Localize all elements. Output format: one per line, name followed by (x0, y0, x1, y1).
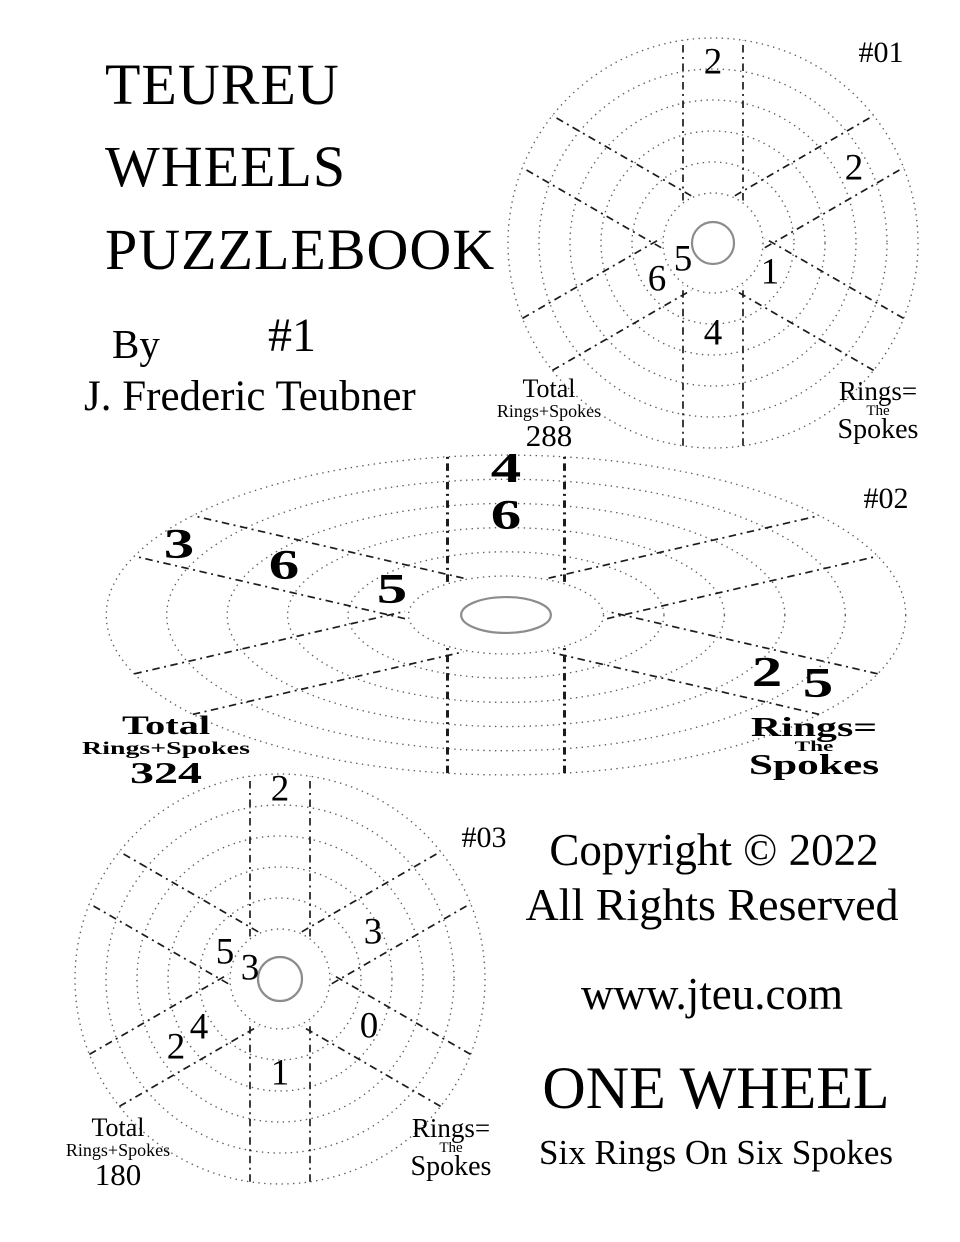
wheel-01-total-block: Total Rings+Spokes 288 (496, 374, 602, 454)
wheel-hub (258, 957, 302, 1001)
rings-spokes-label: Spokes (410, 1151, 492, 1183)
wheel-spoke (119, 852, 258, 932)
rings-the-label: The (439, 1140, 463, 1157)
wheel-ring (167, 479, 846, 750)
rights-reserved-line: All Rights Reserved (525, 879, 899, 930)
wheel-ring (199, 898, 361, 1060)
wheel-ring (230, 929, 330, 1029)
wheel-spoke (89, 904, 228, 984)
total-value: 180 (94, 1157, 142, 1193)
wheel-spoke (134, 611, 405, 673)
wheel-spoke (193, 516, 464, 579)
total-value: 288 (525, 418, 573, 454)
total-sublabel: Rings+Spokes (65, 1140, 171, 1161)
wheel-01-tag: #01 (858, 36, 904, 69)
total-label: Total (91, 1113, 145, 1142)
wheel-03-graphic (75, 774, 485, 1184)
by-label: By (112, 321, 160, 367)
wheel-ring (137, 836, 423, 1122)
wheel-ring (601, 131, 825, 355)
wheel-02-tag: #02 (863, 482, 909, 515)
page-title: TEUREU WHEELS PUZZLEBOOK (105, 44, 495, 291)
total-sublabel: Rings+Spokes (496, 401, 602, 422)
wheel-spoke (332, 904, 471, 984)
rings-equals-label: Rings= (411, 1113, 491, 1143)
wheel-ring (168, 867, 392, 1091)
wheel-spoke (302, 852, 441, 932)
page-title-line-1: TEUREU (105, 52, 340, 117)
rings-equals-label: Rings= (838, 376, 918, 406)
wheel-03-tag: #03 (461, 821, 507, 854)
wheel-spoke (522, 168, 661, 248)
product-subtitle: Six Rings On Six Spokes (539, 1133, 893, 1172)
wheel-spoke (549, 652, 820, 715)
website-url: www.jteu.com (580, 969, 844, 1019)
total-label: Total (522, 374, 576, 403)
wheel-spoke (552, 290, 691, 370)
wheel-spoke (89, 974, 228, 1054)
wheel-ring (632, 162, 794, 324)
author-name: J. Frederic Teubner (84, 373, 416, 420)
wheel-02-rings-block: Rings= The Spokes (749, 713, 879, 780)
wheel-hub (461, 597, 551, 633)
wheel-spoke (607, 611, 878, 673)
total-label: Total (121, 711, 211, 740)
total-sublabel: Rings+Spokes (82, 738, 250, 759)
wheel-ring (539, 69, 887, 417)
wheel-spoke (134, 556, 405, 618)
wheel-ring (570, 100, 856, 386)
wheel-spoke (552, 116, 691, 196)
wheel-ring (348, 552, 664, 678)
rings-the-label: The (866, 403, 890, 420)
wheel-spoke (765, 238, 904, 318)
book-number: #1 (268, 309, 316, 362)
wheel-ring (409, 576, 604, 654)
rings-the-label: The (794, 739, 834, 756)
wheel-ring (227, 503, 785, 726)
wheel-spoke (522, 238, 661, 318)
wheel-01-graphic (508, 38, 918, 448)
wheel-ring (106, 805, 454, 1153)
page-title-line-3: PUZZLEBOOK (105, 216, 496, 282)
rings-spokes-label: Spokes (837, 414, 919, 446)
page-title-line-2: WHEELS (105, 134, 347, 200)
wheel-spoke (193, 652, 464, 715)
wheel-ring (508, 38, 918, 448)
wheel-spoke (735, 116, 874, 196)
wheel-spoke (302, 1026, 441, 1106)
total-value: 324 (129, 755, 203, 791)
wheel-01-rings-block: Rings= The Spokes (838, 377, 919, 444)
rings-equals-label: Rings= (750, 712, 878, 742)
wheel-ring (106, 455, 906, 775)
wheel-hub (692, 222, 734, 264)
wheel-spoke (607, 556, 878, 618)
wheel-ring (663, 193, 763, 293)
wheel-spoke (332, 974, 471, 1054)
wheel-spoke (735, 290, 874, 370)
product-title: ONE WHEEL (542, 1055, 890, 1121)
copyright-line: Copyright © 2022 (549, 825, 879, 875)
wheel-spoke (765, 168, 904, 248)
wheel-ring (288, 528, 725, 703)
wheel-02-graphic (106, 455, 906, 775)
wheel-02-total-block: Total Rings+Spokes 324 (82, 711, 250, 791)
wheel-spoke (549, 516, 820, 579)
wheel-03-rings-block: Rings= The Spokes (411, 1114, 492, 1181)
wheel-03-total-block: Total Rings+Spokes 180 (65, 1113, 171, 1193)
wheel-spoke (119, 1026, 258, 1106)
rings-spokes-label: Spokes (748, 750, 880, 782)
wheel-ring (75, 774, 485, 1184)
